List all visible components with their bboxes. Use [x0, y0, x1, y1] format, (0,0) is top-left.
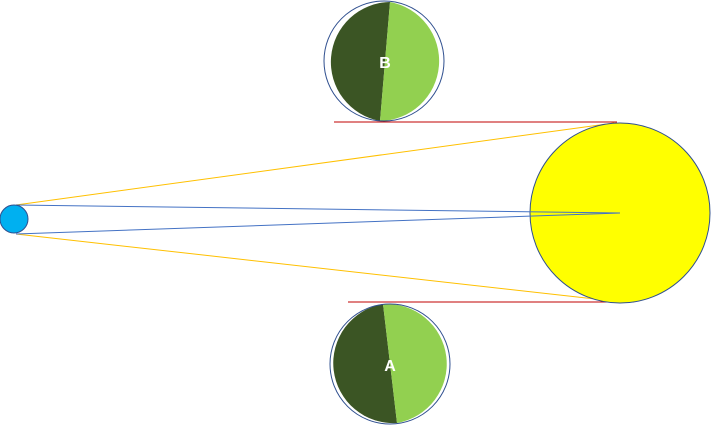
planet-b-outline — [323, 0, 445, 122]
planet-b-light-half — [380, 2, 440, 121]
planet-b-dark-half — [330, 2, 390, 121]
lower-tangent-line — [15, 233, 623, 303]
planet-a-label: A — [384, 358, 396, 375]
lower-center-line — [15, 212, 621, 235]
planet-a-outline — [329, 303, 451, 425]
upper-tangent-line — [15, 122, 615, 206]
planet-a-dark-half — [333, 304, 397, 424]
planet-b-label: B — [379, 55, 391, 72]
upper-center-line — [15, 204, 621, 214]
planet-a-light-half — [383, 303, 447, 423]
planet-b: B — [323, 0, 445, 122]
small-body — [0, 204, 29, 234]
planet-a: A — [329, 303, 451, 425]
